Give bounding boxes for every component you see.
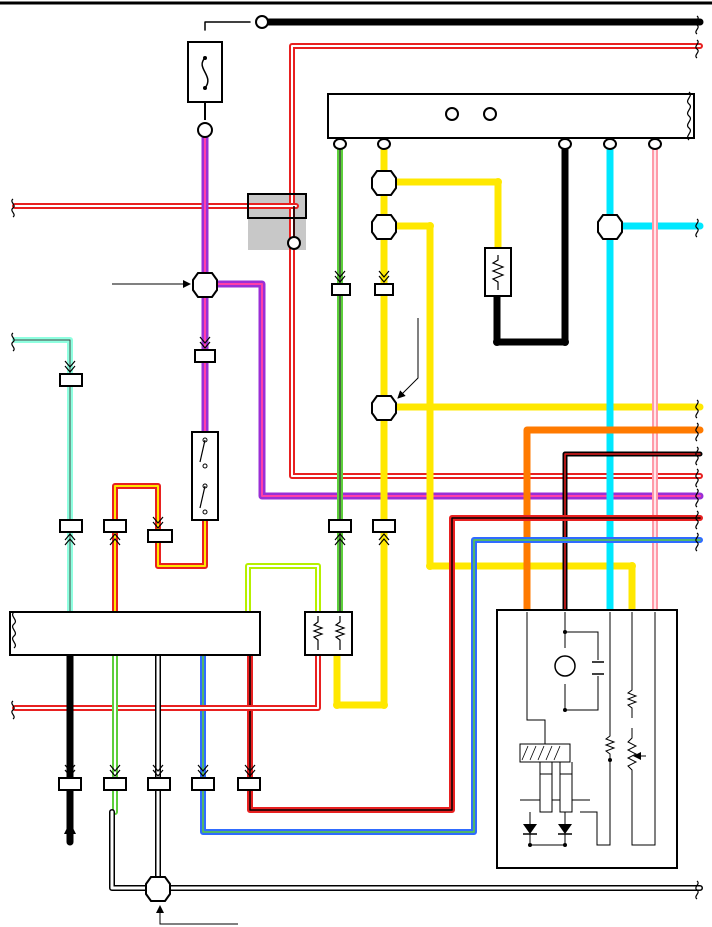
wire-orange bbox=[523, 426, 704, 616]
wire-red-lower bbox=[12, 652, 321, 711]
plug-icon bbox=[58, 764, 82, 791]
resistor-pair-icon bbox=[304, 611, 353, 656]
connector-pins bbox=[333, 138, 662, 150]
connector-hole-icon bbox=[445, 107, 459, 121]
diode-icon bbox=[558, 824, 572, 834]
plug-icon bbox=[328, 519, 352, 546]
junction-icon bbox=[371, 170, 397, 196]
fuse-icon bbox=[187, 41, 223, 103]
module-resistor-icon bbox=[604, 730, 616, 760]
motor-module bbox=[496, 609, 678, 869]
junction-icon bbox=[597, 214, 623, 240]
switch-icon bbox=[191, 431, 219, 521]
wire-light-green bbox=[245, 563, 321, 615]
connector-hole-icon bbox=[483, 107, 497, 121]
top-feed-terminal bbox=[255, 15, 269, 29]
pointer-arrow bbox=[156, 905, 238, 925]
diode-icon bbox=[523, 824, 537, 834]
plug-icon bbox=[147, 516, 173, 543]
break-marks bbox=[11, 15, 699, 900]
fuse-terminal bbox=[197, 122, 213, 138]
junction-icon bbox=[371, 214, 397, 240]
connector-plugs bbox=[58, 270, 396, 791]
plug-icon bbox=[147, 764, 171, 791]
wire-dots-dark bbox=[493, 338, 569, 346]
ground-arrow-icon bbox=[64, 822, 76, 834]
plug-icon bbox=[59, 360, 83, 387]
wire-yellow-1 bbox=[333, 141, 388, 709]
plug-icon bbox=[103, 764, 127, 791]
motor-icon bbox=[554, 655, 576, 677]
capacitor-icon bbox=[592, 661, 604, 675]
plug-icon bbox=[59, 519, 83, 546]
wire-purple-branch bbox=[201, 280, 704, 500]
plug-icon bbox=[237, 764, 261, 791]
wire-black-loop bbox=[493, 141, 569, 346]
wire-black-fuse-feed bbox=[204, 21, 251, 31]
wire-orange-red bbox=[112, 483, 161, 615]
junction-nodes bbox=[145, 170, 623, 902]
upper-connector-block bbox=[327, 93, 695, 139]
sensor-icon bbox=[519, 743, 571, 763]
splice-terminal bbox=[287, 236, 301, 250]
junction-icon bbox=[192, 272, 218, 298]
junction-icon bbox=[371, 395, 397, 421]
junction-icon bbox=[145, 876, 171, 902]
module-resistor-icon bbox=[626, 680, 638, 718]
pointer-arrow bbox=[397, 318, 419, 399]
wire-dots bbox=[333, 178, 636, 709]
plug-icon bbox=[103, 519, 127, 546]
plug-icon bbox=[194, 336, 216, 363]
plug-icon bbox=[374, 270, 394, 296]
resistor-icon bbox=[484, 247, 512, 297]
plug-icon bbox=[191, 764, 215, 791]
plug-icon bbox=[372, 519, 396, 546]
lower-connector-block bbox=[9, 611, 261, 656]
plug-icon bbox=[331, 270, 351, 296]
splice-block bbox=[247, 193, 307, 219]
